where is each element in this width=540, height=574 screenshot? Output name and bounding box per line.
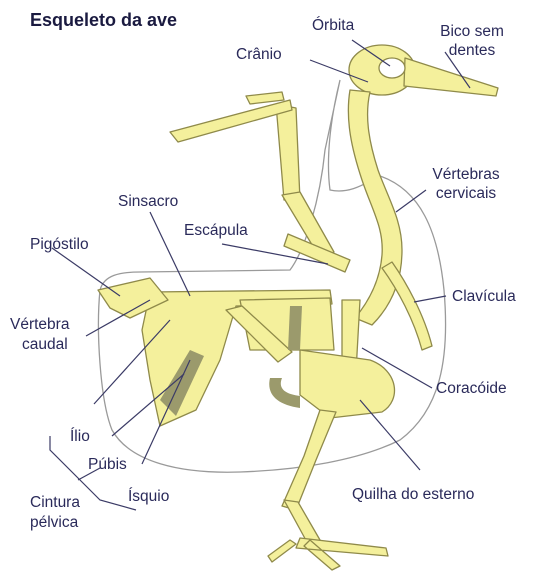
label-coracoide: Coracóide: [436, 380, 507, 397]
tibiotarsus-bone: [282, 410, 336, 510]
label-orbita: Órbita: [312, 17, 354, 34]
pointer-pigostilo: [52, 248, 120, 296]
label-pubis: Púbis: [88, 456, 127, 473]
label-escapula: Escápula: [184, 222, 248, 239]
wing-humerus-bone: [276, 104, 300, 200]
label-bico-line2: dentes: [432, 42, 512, 59]
label-vertebras-line1: Vértebras: [420, 166, 512, 183]
tarsometatarsus-bone: [284, 500, 320, 544]
wing-hand-bone: [170, 100, 292, 142]
sternum-keel-bone: [300, 350, 395, 418]
label-quilha: Quilha do esterno: [352, 486, 474, 503]
label-vertebras-line2: cervicais: [420, 185, 512, 202]
label-vertebra-caudal-line1: Vértebra: [10, 316, 69, 333]
label-pigostilo: Pigóstilo: [30, 236, 89, 253]
clavicle-bone: [382, 262, 432, 350]
label-bico-line1: Bico sem: [432, 23, 512, 40]
label-sinsacro: Sinsacro: [118, 193, 178, 210]
pointer-clavicula: [414, 296, 446, 302]
label-vertebra-caudal-line2: caudal: [22, 336, 68, 353]
diagram-title: Esqueleto da ave: [30, 10, 177, 31]
rib-shadow: [288, 306, 302, 350]
toes-bone: [268, 538, 388, 570]
label-isquio: Ísquio: [128, 488, 169, 505]
label-cintura-line1: Cintura: [30, 494, 80, 511]
pointer-quilha: [360, 400, 420, 470]
beak-bone: [404, 58, 498, 96]
leg-shadow: [269, 378, 300, 408]
label-ilio: Ílio: [70, 428, 90, 445]
label-cranio: Crânio: [236, 46, 282, 63]
label-cintura-line2: pélvica: [30, 514, 78, 531]
cervical-vertebrae-bone: [348, 90, 402, 325]
label-clavicula: Clavícula: [452, 288, 516, 305]
wing-digit-bone: [246, 92, 284, 104]
